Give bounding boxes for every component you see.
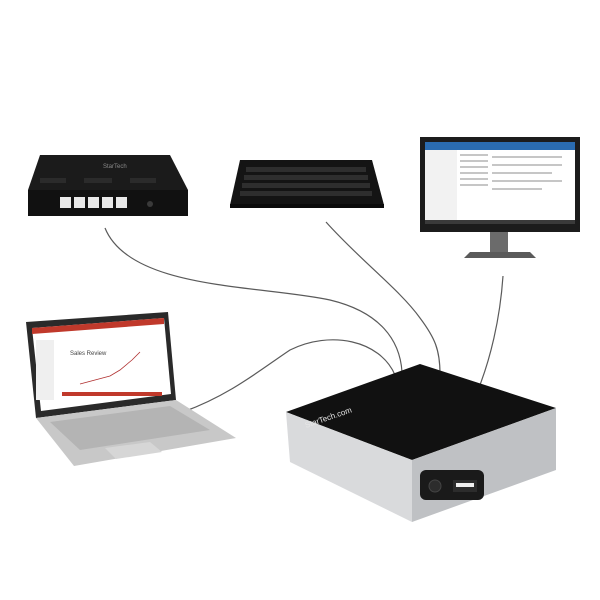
cable-keyboard bbox=[325, 221, 441, 375]
laptop: Sales Review bbox=[26, 312, 236, 466]
monitor bbox=[420, 137, 580, 258]
laptop-slide-title: Sales Review bbox=[70, 351, 107, 357]
ethernet-ports bbox=[60, 197, 127, 208]
docking-station: StarTech.com bbox=[286, 364, 556, 522]
cable-monitor bbox=[477, 275, 504, 391]
cable-laptop bbox=[182, 339, 396, 413]
switch-brand-label: StarTech bbox=[103, 164, 127, 170]
cables bbox=[104, 221, 504, 413]
network-switch: StarTech bbox=[28, 155, 188, 216]
cable-switch bbox=[104, 227, 403, 373]
keyboard bbox=[230, 160, 384, 208]
